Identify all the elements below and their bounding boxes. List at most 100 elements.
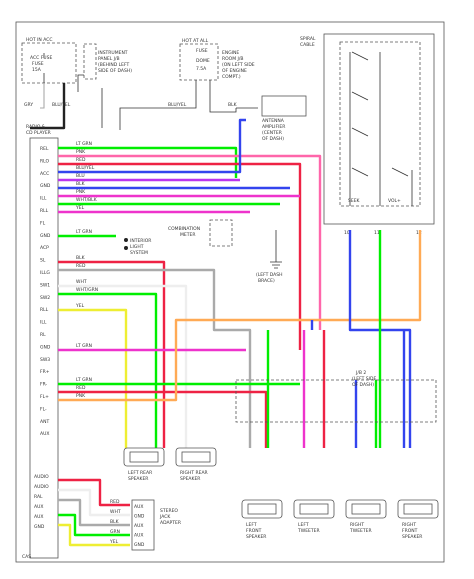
wire-color-label: RED <box>76 263 86 269</box>
wire-color-label: LT GRN <box>76 343 92 349</box>
jb2-box <box>235 379 437 423</box>
stereo-jack-title-1: STEREO <box>160 508 178 514</box>
wire-color-label: BLK <box>76 255 86 261</box>
blk-label: BLK <box>228 102 238 108</box>
wire-color-label: YEL <box>75 303 85 309</box>
acc-fuse-box: HOT IN ACC ACC FUSE FUSE 15A <box>21 37 77 84</box>
interior-light-line-1: INTERIOR <box>130 238 151 244</box>
antenna-amp-block <box>261 95 307 117</box>
spiral-vol: VOL+ <box>388 198 401 204</box>
speaker-cone <box>129 451 159 463</box>
spiral-pin-10: 10 <box>344 230 350 236</box>
radio-pin: ILL <box>40 196 47 202</box>
wire-orange <box>58 230 422 402</box>
speaker-cone <box>403 503 433 515</box>
speaker-label: RIGHT REAR <box>180 470 208 476</box>
wire-color-label: WHT/GRN <box>76 287 98 293</box>
blk-route <box>209 80 237 113</box>
spiral-seek: SEEK <box>348 198 361 204</box>
jack-wire-label: GRN <box>110 529 120 535</box>
acc-location-3: (BEHIND LEFT <box>98 62 130 68</box>
blu-yel-route-2 <box>119 80 197 130</box>
antenna-amp-line-4: OF DASH) <box>262 136 284 142</box>
speaker-cone <box>351 503 381 515</box>
speaker-body <box>241 499 283 519</box>
wire-color-label: LT GRN <box>76 141 92 147</box>
radio-bottom-pin: GND <box>34 524 45 530</box>
wire-yel-jack <box>58 523 130 547</box>
wire-white-jack <box>58 488 130 517</box>
wire-pink-top <box>58 154 322 330</box>
dome-location-5: COMPT.) <box>222 74 241 80</box>
radio-pin: GND <box>40 233 51 239</box>
dome-fuse-text: FUSE <box>196 48 208 54</box>
stereo-jack-title-3: ADAPTER <box>160 520 181 526</box>
instrument-jb-box <box>83 43 97 80</box>
wire-blue-top <box>58 118 246 174</box>
ground-label-2: BRACE) <box>258 278 275 284</box>
wire-grn-jack <box>58 513 130 537</box>
speaker-cone <box>247 503 277 515</box>
wire-color-label: YEL <box>75 205 85 211</box>
speaker-label: SPEAKER <box>246 534 266 540</box>
acc-feed-wire <box>30 83 66 130</box>
dome-fuse-header: HOT AT ALL <box>182 38 209 44</box>
jack-wire-label: YEL <box>109 539 119 545</box>
wire-red-lower <box>58 390 268 448</box>
radio-pin: REL <box>40 146 49 152</box>
radio-bottom-pin: AUX <box>34 504 43 510</box>
radio-title-2: CD PLAYER <box>26 130 51 136</box>
speaker-cone <box>181 451 211 463</box>
radio-bottom-pin: AUX <box>34 514 43 520</box>
interior-light-line-3: SYSTEM <box>130 250 148 256</box>
antenna-amp-line-2: AMPLIFIER <box>262 124 285 130</box>
stereo-jack-pin: GND <box>134 542 145 548</box>
acc-fuse-amp: 15A <box>32 67 42 73</box>
dome-location-1: ENGINE <box>222 50 239 56</box>
stereo-jack-pin: AUX <box>134 533 143 539</box>
wire-color-label: LT GRN <box>76 377 92 383</box>
radio-pin: RL <box>40 332 46 338</box>
wire-white-rear <box>58 284 188 448</box>
radio-pin: ANT <box>40 419 49 425</box>
ground-label-1: (LEFT DASH <box>256 272 283 278</box>
blu-yel-label-2: BLU/YEL <box>168 102 187 108</box>
wire-color-label: BLU <box>76 173 85 179</box>
speaker-cone <box>299 503 329 515</box>
speaker-body <box>345 499 387 519</box>
wire-grn-rear <box>58 292 158 448</box>
radio-pin: RLL <box>40 208 49 214</box>
wire-color-label: BLU/YEL <box>76 165 95 171</box>
spiral-title-2: CABLE <box>300 42 315 48</box>
antenna-amp-line-3: (CENTER <box>262 130 282 136</box>
radio-pin: FL+ <box>40 394 49 400</box>
radio-pin: FR+ <box>40 369 50 375</box>
speaker-body <box>293 499 335 519</box>
wire-red-jack <box>58 478 130 507</box>
colored-wires <box>58 118 422 547</box>
radio-bottom-pin: AUDIO <box>34 484 49 490</box>
speaker-label: TWEETER <box>349 528 372 534</box>
dome-location-3: (ON LEFT SIDE <box>222 62 255 68</box>
combination-meter-line-2: METER <box>180 232 195 238</box>
radio-pin: ILLG <box>40 270 50 276</box>
radio-pin: SW2 <box>40 295 50 301</box>
acc-fuse-text: FUSE <box>32 61 44 67</box>
combination-meter-line-1: COMBINATION <box>168 226 200 232</box>
acc-location-2: PANEL J/B <box>98 56 120 62</box>
speaker-label: SPEAKER <box>128 476 148 482</box>
spiral-title-1: SPIRAL <box>300 36 316 42</box>
speaker-label: FRONT <box>246 528 262 534</box>
wire-lt-grn-top <box>58 146 238 178</box>
wire-gray-mid <box>58 268 252 448</box>
speaker-label: LEFT <box>298 522 309 528</box>
wire-gray-jack <box>58 498 130 527</box>
acc-location-1: INSTRUMENT <box>98 50 128 56</box>
wire-yellow-rear <box>58 308 128 448</box>
speaker-body <box>175 447 217 467</box>
stereo-jack-pin: AUX <box>134 523 143 529</box>
wire-color-label: WHT <box>76 279 87 285</box>
radio-pin-labels: RELRLOACCGNDILLRLLFLGNDACPSLILLGSW1SW2RL… <box>34 146 51 530</box>
